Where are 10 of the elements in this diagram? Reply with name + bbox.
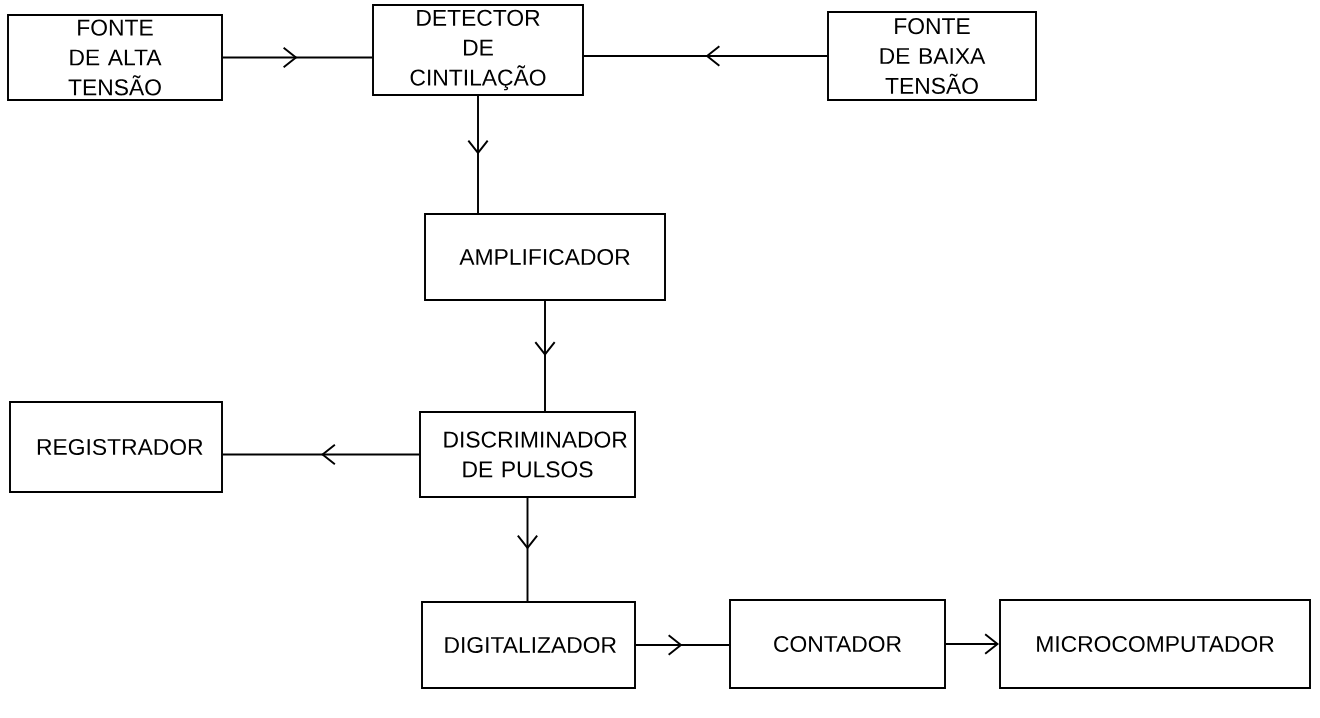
block-box: FONTE DE ALTA TENSÃO xyxy=(7,14,223,101)
block-box: MICROCOMPUTADOR xyxy=(999,599,1311,689)
block-box: FONTE DE BAIXA TENSÃO xyxy=(827,11,1037,101)
block-box: CONTADOR xyxy=(729,599,946,689)
block-box: DIGITALIZADOR xyxy=(421,601,636,689)
block-box: AMPLIFICADOR xyxy=(424,213,666,301)
block-box: DISCRIMINADOR DE PULSOS xyxy=(419,411,636,498)
block-box: DETECTOR DE CINTILAÇÃO xyxy=(372,4,584,96)
arrow xyxy=(945,633,1000,655)
block-box: REGISTRADOR xyxy=(9,401,223,493)
